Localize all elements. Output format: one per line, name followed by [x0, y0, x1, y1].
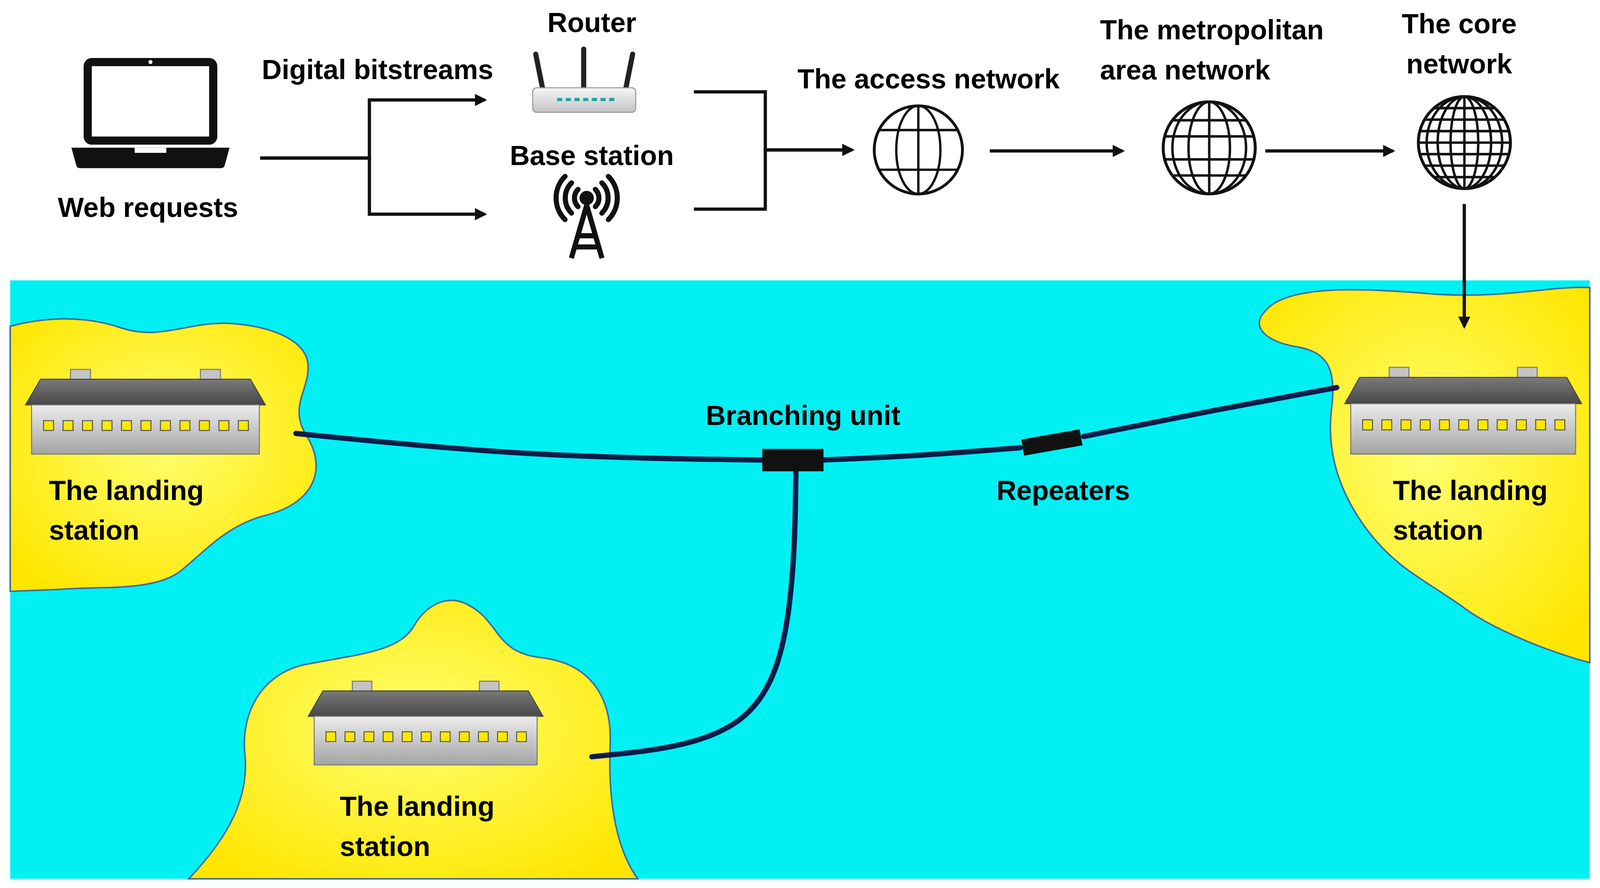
node-graphic	[1344, 367, 1582, 457]
submarine-cable	[591, 471, 796, 757]
flow-arrow	[260, 158, 485, 215]
flow-arrow	[693, 150, 852, 210]
repeater: Repeaters	[1020, 428, 1084, 457]
sea-band	[10, 280, 1590, 880]
flow-arrow	[1462, 204, 1466, 327]
landing-station: The landing station	[1344, 367, 1582, 457]
node-label: Web requests	[57, 187, 239, 228]
node-graphic	[71, 55, 230, 169]
branching-unit: Branching unit	[762, 449, 824, 472]
node-graphic	[25, 369, 266, 457]
node-graphic	[540, 179, 633, 259]
flow-arrow	[1265, 149, 1393, 153]
node-graphic	[1160, 98, 1259, 197]
node-label: Branching unit	[705, 395, 901, 436]
submarine-cable	[823, 447, 1021, 461]
flow-arrow	[693, 91, 852, 150]
node-label: The landing station	[49, 470, 236, 551]
flow-arrow	[989, 149, 1123, 153]
node-graphic	[871, 103, 966, 197]
network-globe: The core network	[1415, 93, 1514, 192]
island-bottom	[188, 600, 638, 880]
node-label: The landing station	[1392, 470, 1580, 551]
node-label: The metropolitan area network	[1100, 9, 1344, 90]
network-globe: The metropolitan area network	[1160, 98, 1259, 197]
signal-label: Digital bitstreams	[261, 49, 494, 90]
submarine-cable	[295, 433, 762, 461]
node-graphic	[1020, 428, 1084, 457]
island-right	[1259, 287, 1590, 664]
router-node: Router	[530, 49, 638, 115]
node-label: Base station	[509, 135, 674, 176]
network-globe: The access network	[871, 103, 966, 197]
node-label: Router	[547, 2, 637, 43]
node-label: Repeaters	[996, 470, 1131, 511]
node-graphic	[530, 49, 638, 115]
landing-station: The landing station	[308, 681, 544, 768]
base-station-node: Base station	[540, 179, 633, 259]
flow-arrow	[260, 100, 485, 159]
submarine-cable	[1083, 387, 1337, 437]
node-graphic	[762, 449, 824, 472]
node-label: The access network	[797, 58, 1060, 99]
node-label: The landing station	[339, 786, 527, 867]
island-left	[10, 318, 317, 592]
laptop-node: Web requests	[71, 55, 230, 169]
node-label: The core network	[1390, 3, 1529, 84]
landing-station: The landing station	[25, 369, 266, 457]
node-graphic	[308, 681, 544, 768]
node-graphic	[1415, 93, 1514, 192]
